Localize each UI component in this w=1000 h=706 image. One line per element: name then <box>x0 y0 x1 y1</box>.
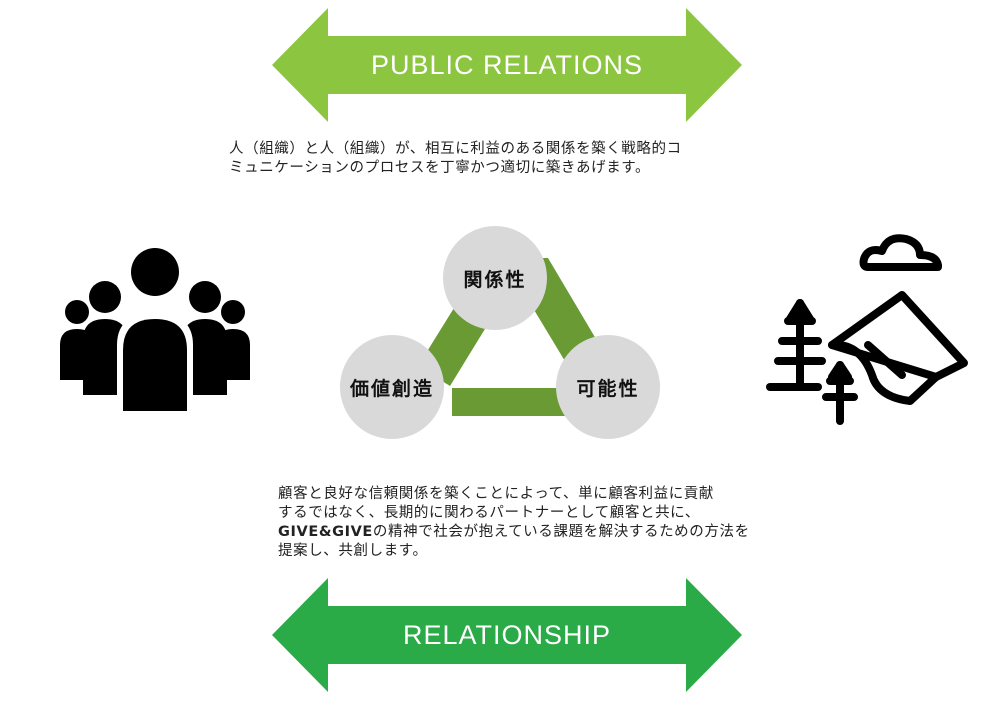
node-value-creation: 価値創造 <box>340 335 444 439</box>
camping-tent-icon <box>760 225 970 435</box>
intro-paragraph: 人（組織）と人（組織）が、相互に利益のある関係を築く戦略的コ ミュニケーションの… <box>229 140 682 178</box>
node-possibility: 可能性 <box>556 335 660 439</box>
people-group-icon <box>55 245 255 415</box>
relationship-arrow: RELATIONSHIP <box>272 578 742 692</box>
description-line: するではなく、長期的に関わるパートナーとして顧客と共に、 <box>278 505 700 521</box>
description-paragraph: 顧客と良好な信頼関係を築くことによって、単に顧客利益に貢献 するではなく、長期的… <box>278 485 750 561</box>
give-and-give-text: GIVE&GIVE <box>278 524 373 540</box>
description-line-rest: の精神で社会が抱えている課題を解決するための方法を <box>372 524 750 540</box>
intro-line: ミュニケーションのプロセスを丁寧かつ適切に築きあげます。 <box>229 160 651 176</box>
description-line: 顧客と良好な信頼関係を築くことによって、単に顧客利益に貢献 <box>278 486 715 502</box>
description-line: 提案し、共創します。 <box>278 543 428 559</box>
intro-line: 人（組織）と人（組織）が、相互に利益のある関係を築く戦略的コ <box>229 141 682 157</box>
double-arrow-icon <box>272 578 742 692</box>
description-line: GIVE&GIVEの精神で社会が抱えている課題を解決するための方法を <box>278 523 750 542</box>
relationship-label: RELATIONSHIP <box>402 619 612 650</box>
double-arrow-icon <box>272 8 742 122</box>
node-relationship: 関係性 <box>443 226 547 330</box>
public-relations-label: PUBLIC RELATIONS <box>370 49 644 80</box>
public-relations-arrow: PUBLIC RELATIONS <box>272 8 742 122</box>
